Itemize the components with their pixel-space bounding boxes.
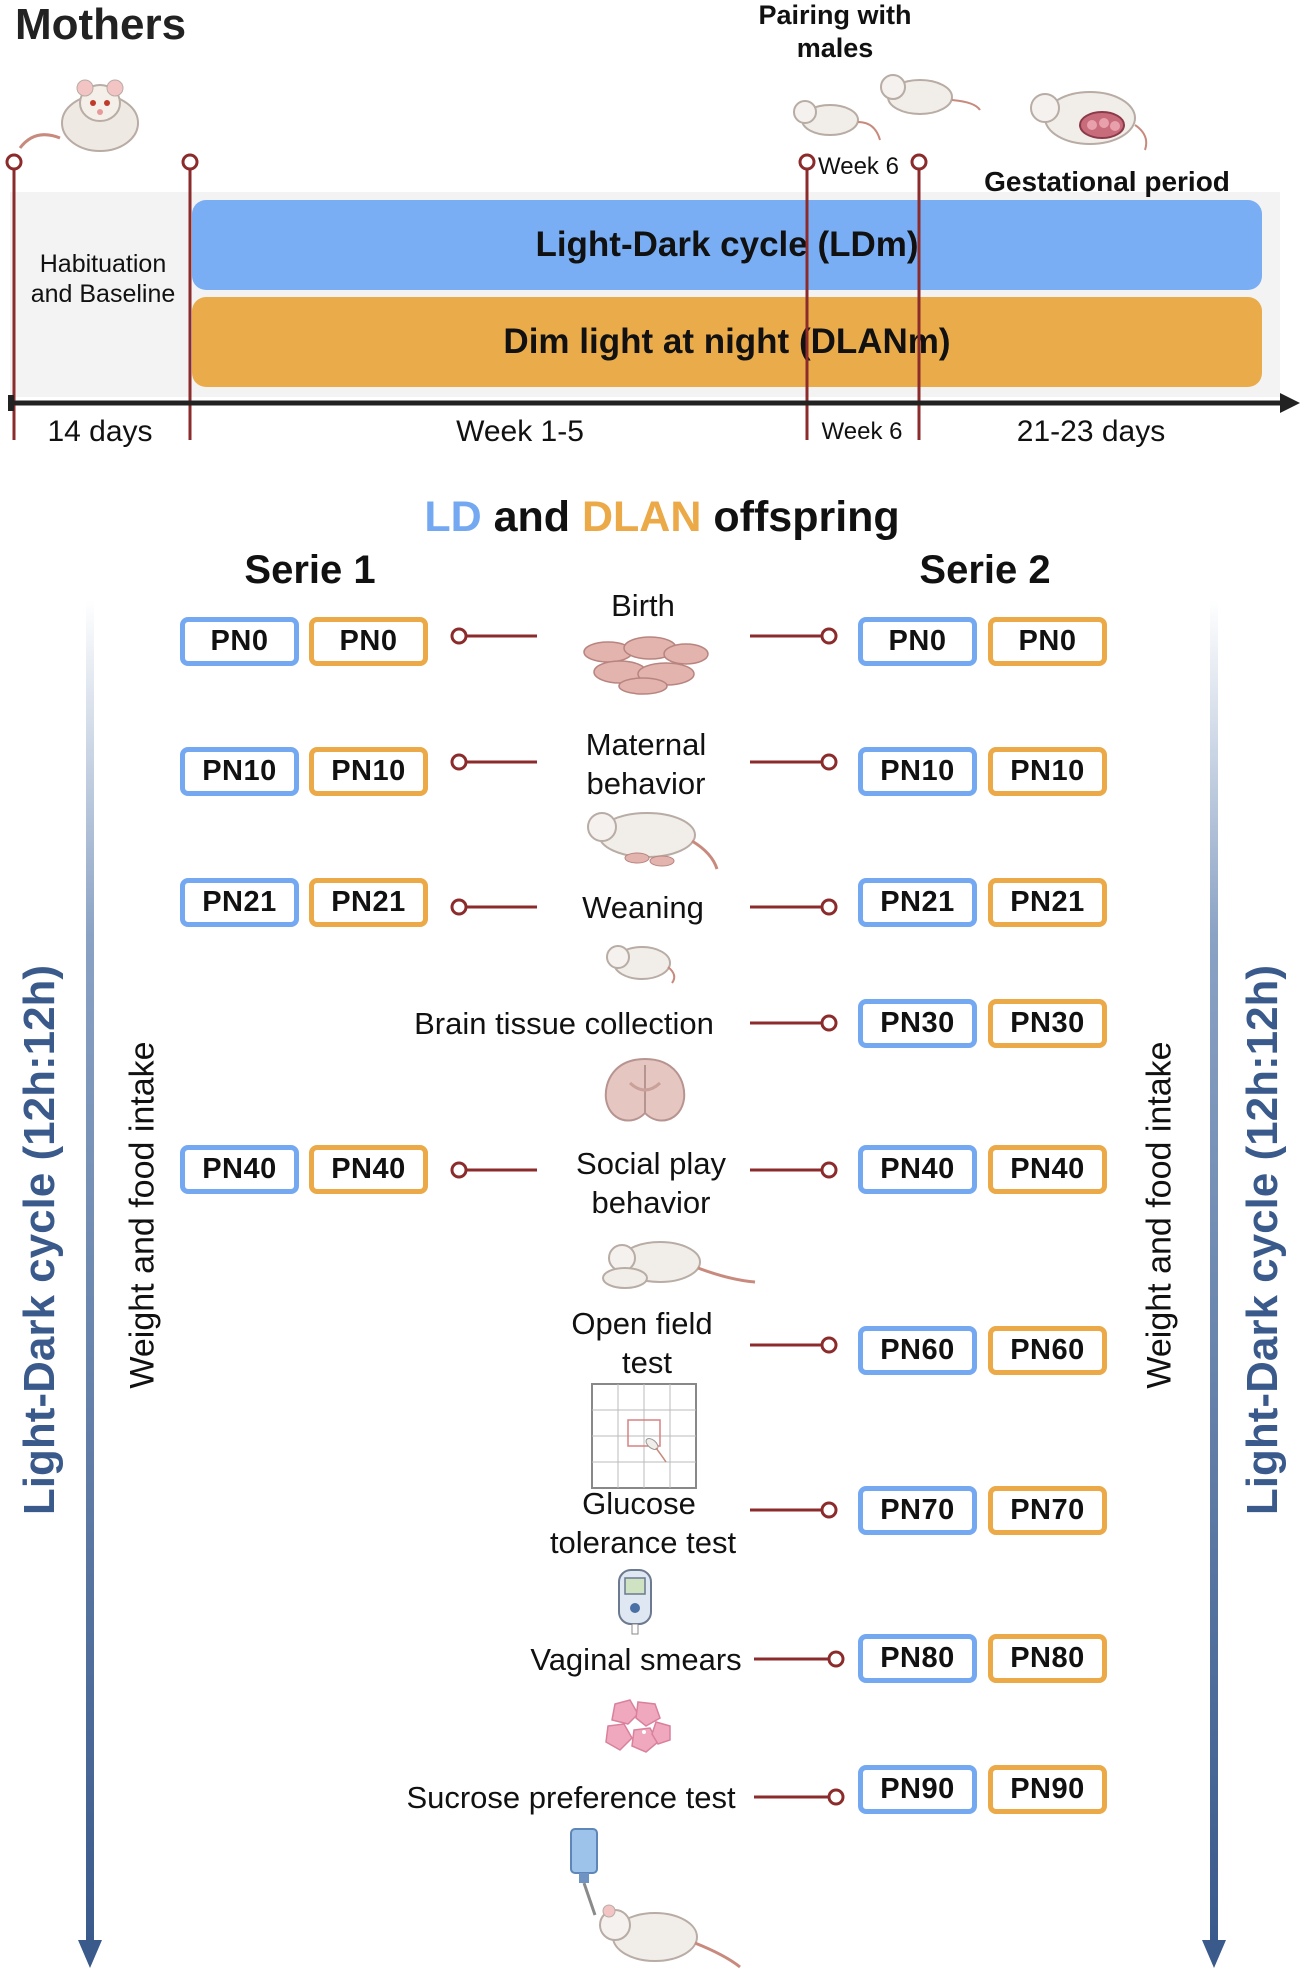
serie2-dlan-pn21-box: PN21 [988, 878, 1107, 927]
serie2-dlan-pn0-box: PN0 [988, 617, 1107, 666]
offspring-title-and: and [481, 493, 582, 541]
serie1-dlan-pn10-box: PN10 [309, 747, 428, 796]
serie2-ld-pn21-box: PN21 [858, 878, 977, 927]
event-maternal-label-line1: Maternal [585, 727, 707, 762]
axis-label-week-1-5: Week 1-5 [456, 415, 584, 448]
serie2-ld-pn80-box: PN80 [858, 1634, 977, 1683]
serie1-ld-pn21-box: PN21 [180, 878, 299, 927]
serie2-ld-pn10-box: PN10 [858, 747, 977, 796]
playing-rats-icon [602, 1241, 756, 1289]
event-social-label-line2: behavior [591, 1185, 711, 1220]
event-vaginal-label: Vaginal smears [530, 1642, 742, 1677]
serie1-ld-pn0-box: PN0 [180, 617, 299, 666]
ld-mothers-label: Light-Dark cycle (LDm) [535, 225, 919, 264]
weaned-pup-icon [606, 945, 676, 984]
serie1-heading: Serie 1 [244, 548, 376, 592]
serie2-ld-pn70-box: PN70 [858, 1486, 977, 1535]
serie2-ld-pn0-box: PN0 [858, 617, 977, 666]
serie2-ld-pn60-box: PN60 [858, 1326, 977, 1375]
mother-with-pups-icon [587, 812, 719, 870]
serie1-dlan-pn40-box: PN40 [309, 1145, 428, 1194]
serie2-dlan-pn30-box: PN30 [988, 999, 1107, 1048]
axis-label-14-days: 14 days [47, 415, 153, 448]
mother-rat-icon [18, 79, 139, 152]
newborn-pups-icon [583, 636, 709, 695]
pregnant-rat-icon [1030, 91, 1148, 151]
right-cycle-arrow [1202, 600, 1226, 1968]
brain-section-icon [604, 1057, 686, 1122]
serie2-dlan-pn60-box: PN60 [988, 1326, 1107, 1375]
pairing-label-line1: Pairing with [758, 0, 912, 30]
serie2-ld-pn40-box: PN40 [858, 1145, 977, 1194]
event-glucose-label-line2: tolerance test [549, 1525, 737, 1560]
mothers-time-markers [5, 153, 928, 440]
event-weaning-label: Weaning [582, 890, 704, 925]
serie2-dlan-pn40-box: PN40 [988, 1145, 1107, 1194]
serie2-heading: Serie 2 [919, 548, 1051, 592]
glucometer-icon [618, 1569, 652, 1635]
left-cycle-arrow [78, 600, 102, 1968]
dlan-mothers-label: Dim light at night (DLANm) [503, 322, 951, 361]
gestational-period-label: Gestational period [984, 166, 1230, 197]
event-glucose-label-line1: Glucose [582, 1486, 696, 1521]
mothers-time-axis [8, 393, 1300, 413]
dlan-mothers-bar: Dim light at night (DLANm) [192, 297, 1262, 387]
serie2-ld-pn90-box: PN90 [858, 1765, 977, 1814]
event-brain-label: Brain tissue collection [414, 1006, 714, 1041]
open-field-arena-icon [591, 1383, 697, 1489]
pairing-rats-icon [793, 74, 981, 141]
event-sucrose-label: Sucrose preference test [406, 1780, 736, 1815]
offspring-title-ld: LD [424, 493, 482, 541]
serie2-dlan-pn10-box: PN10 [988, 747, 1107, 796]
serie1-ld-pn10-box: PN10 [180, 747, 299, 796]
habituation-label-line2: and Baseline [30, 280, 176, 308]
serie2-ld-pn30-box: PN30 [858, 999, 977, 1048]
serie2-dlan-pn80-box: PN80 [988, 1634, 1107, 1683]
serie1-dlan-pn21-box: PN21 [309, 878, 428, 927]
event-openfield-label-line2: test [622, 1345, 672, 1380]
serie2-dlan-pn70-box: PN70 [988, 1486, 1107, 1535]
habituation-label-line1: Habituation [39, 250, 167, 278]
axis-label-21-23-days: 21-23 days [1016, 415, 1166, 448]
pairing-label-line2: males [796, 33, 874, 63]
event-maternal-label-line2: behavior [586, 766, 706, 801]
serie1-ld-pn40-box: PN40 [180, 1145, 299, 1194]
ld-mothers-bar: Light-Dark cycle (LDm) [192, 200, 1262, 290]
offspring-title: LD and DLAN offspring [424, 493, 899, 542]
serie2-dlan-pn90-box: PN90 [988, 1765, 1107, 1814]
event-openfield-label-line1: Open field [571, 1306, 713, 1341]
offspring-title-rest: offspring [701, 493, 900, 541]
mothers-title: Mothers [15, 0, 187, 49]
vaginal-smear-cells-icon [605, 1699, 671, 1753]
event-birth-label: Birth [611, 588, 675, 623]
serie1-dlan-pn0-box: PN0 [309, 617, 428, 666]
axis-label-week-6: Week 6 [821, 418, 903, 445]
event-social-label-line1: Social play [576, 1146, 726, 1181]
sucrose-bottle-rat-icon [570, 1828, 741, 1969]
week6-top-label: Week 6 [818, 153, 899, 180]
offspring-title-dlan: DLAN [581, 493, 702, 541]
